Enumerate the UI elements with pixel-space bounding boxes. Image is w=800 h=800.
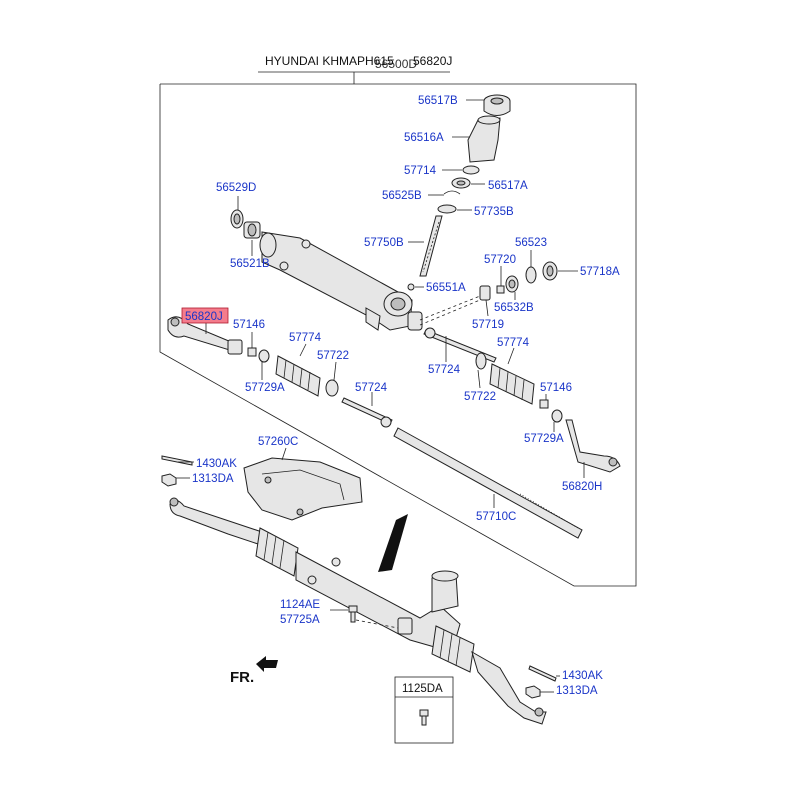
header-title-right: 56820J	[413, 54, 452, 68]
label-56517A[interactable]: 56517A	[488, 180, 528, 192]
label-57729A-left[interactable]: 57729A	[245, 382, 285, 394]
steering-gear-assembly	[169, 497, 547, 725]
label-56525B[interactable]: 56525B	[382, 190, 422, 202]
nut-57146-right	[539, 399, 549, 409]
bolt-1430AK-left	[161, 455, 193, 466]
tie-rod-end-56820H	[565, 419, 621, 473]
header-title-left: HYUNDAI KHMAPH615	[265, 54, 394, 68]
label-1430AK-left[interactable]: 1430AK	[196, 458, 237, 470]
label-57774-left[interactable]: 57774	[289, 332, 322, 344]
assembly-outline	[159, 83, 637, 587]
label-57714[interactable]: 57714	[404, 165, 437, 177]
yoke-57719	[479, 285, 491, 301]
pinion-57750B	[419, 215, 443, 277]
label-57146-left[interactable]: 57146	[233, 319, 265, 331]
bolt-1430AK-right	[528, 665, 557, 682]
inset-box-1125DA: 1125DA	[394, 676, 454, 744]
label-57735B[interactable]: 57735B	[474, 206, 514, 218]
screw-icon	[419, 709, 429, 717]
label-1124AE[interactable]: 1124AE	[280, 599, 320, 611]
rack-bar-57710C	[393, 427, 583, 539]
nut-1313DA-left	[161, 473, 177, 487]
clamp-57729A-left	[258, 349, 270, 363]
label-57146-right[interactable]: 57146	[540, 382, 572, 394]
label-57710C[interactable]: 57710C	[476, 511, 516, 523]
pointer-arrow	[378, 514, 408, 572]
label-57724-bottom[interactable]: 57724	[355, 382, 388, 394]
snap-ring-56525B	[443, 190, 461, 195]
clamp-57729A-right	[551, 409, 563, 423]
nut-57146-left	[247, 347, 257, 357]
fr-label: FR.	[230, 669, 254, 686]
front-direction-indicator: FR.	[230, 656, 278, 686]
washer-57735B	[437, 204, 457, 214]
label-56529D[interactable]: 56529D	[216, 182, 256, 194]
label-56532B[interactable]: 56532B	[494, 302, 534, 314]
ring-57714	[462, 165, 480, 175]
heat-shield-57260C	[243, 457, 363, 521]
label-56820H[interactable]: 56820H	[562, 481, 602, 493]
dash-link-bolt	[355, 619, 399, 629]
label-57722-left[interactable]: 57722	[317, 350, 349, 362]
ring-56523	[525, 266, 537, 284]
ball-56551A	[407, 283, 415, 291]
boot-57774-right	[489, 363, 535, 405]
seal-56529D	[230, 209, 244, 229]
label-57720[interactable]: 57720	[484, 254, 516, 266]
highlight-56820J	[181, 307, 229, 324]
label-56521B[interactable]: 56521B	[230, 258, 270, 270]
label-57260C[interactable]: 57260C	[258, 436, 298, 448]
tie-rod-end-56820J	[167, 316, 243, 355]
label-57722-right[interactable]: 57722	[464, 391, 496, 403]
label-57729A-right[interactable]: 57729A	[524, 433, 564, 445]
label-57750B[interactable]: 57750B	[364, 237, 404, 249]
label-57774-right[interactable]: 57774	[497, 337, 530, 349]
clamp-57722-right	[475, 352, 487, 370]
bolt-1124AE	[348, 605, 358, 623]
seal-56517A	[451, 177, 471, 189]
nut-1313DA-right	[525, 685, 541, 699]
nut-57720	[496, 285, 505, 294]
label-56516A[interactable]: 56516A	[404, 132, 444, 144]
label-1313DA-right[interactable]: 1313DA	[556, 685, 598, 697]
dash-link-right	[419, 295, 481, 321]
label-56517B[interactable]: 56517B	[418, 95, 458, 107]
label-56820J[interactable]: 56820J	[185, 311, 223, 323]
label-57724-mid[interactable]: 57724	[428, 364, 461, 376]
label-57725A[interactable]: 57725A	[280, 614, 320, 626]
header-title-overlap: 56500D	[375, 57, 417, 71]
inner-tie-rod-57724-bottom	[341, 397, 393, 428]
cap-57718A	[542, 261, 558, 281]
clamp-57722-left	[325, 379, 339, 397]
fr-arrow-icon	[256, 656, 278, 672]
label-1313DA-left[interactable]: 1313DA	[192, 473, 234, 485]
label-57718A[interactable]: 57718A	[580, 266, 620, 278]
bushing-56517B	[483, 94, 511, 116]
bushing-56521B	[243, 221, 261, 239]
plug-56532B	[505, 275, 519, 293]
label-57719[interactable]: 57719	[472, 319, 504, 331]
boot-56516A	[467, 115, 501, 163]
rack-housing	[259, 231, 423, 331]
leader-lines	[176, 99, 585, 693]
inset-box-label: 1125DA	[402, 683, 443, 695]
label-56523[interactable]: 56523	[515, 237, 547, 249]
boot-57774-left	[275, 355, 321, 397]
label-1430AK-right[interactable]: 1430AK	[562, 670, 603, 682]
label-56551A[interactable]: 56551A	[426, 282, 466, 294]
dash-link-right-2	[419, 299, 481, 326]
